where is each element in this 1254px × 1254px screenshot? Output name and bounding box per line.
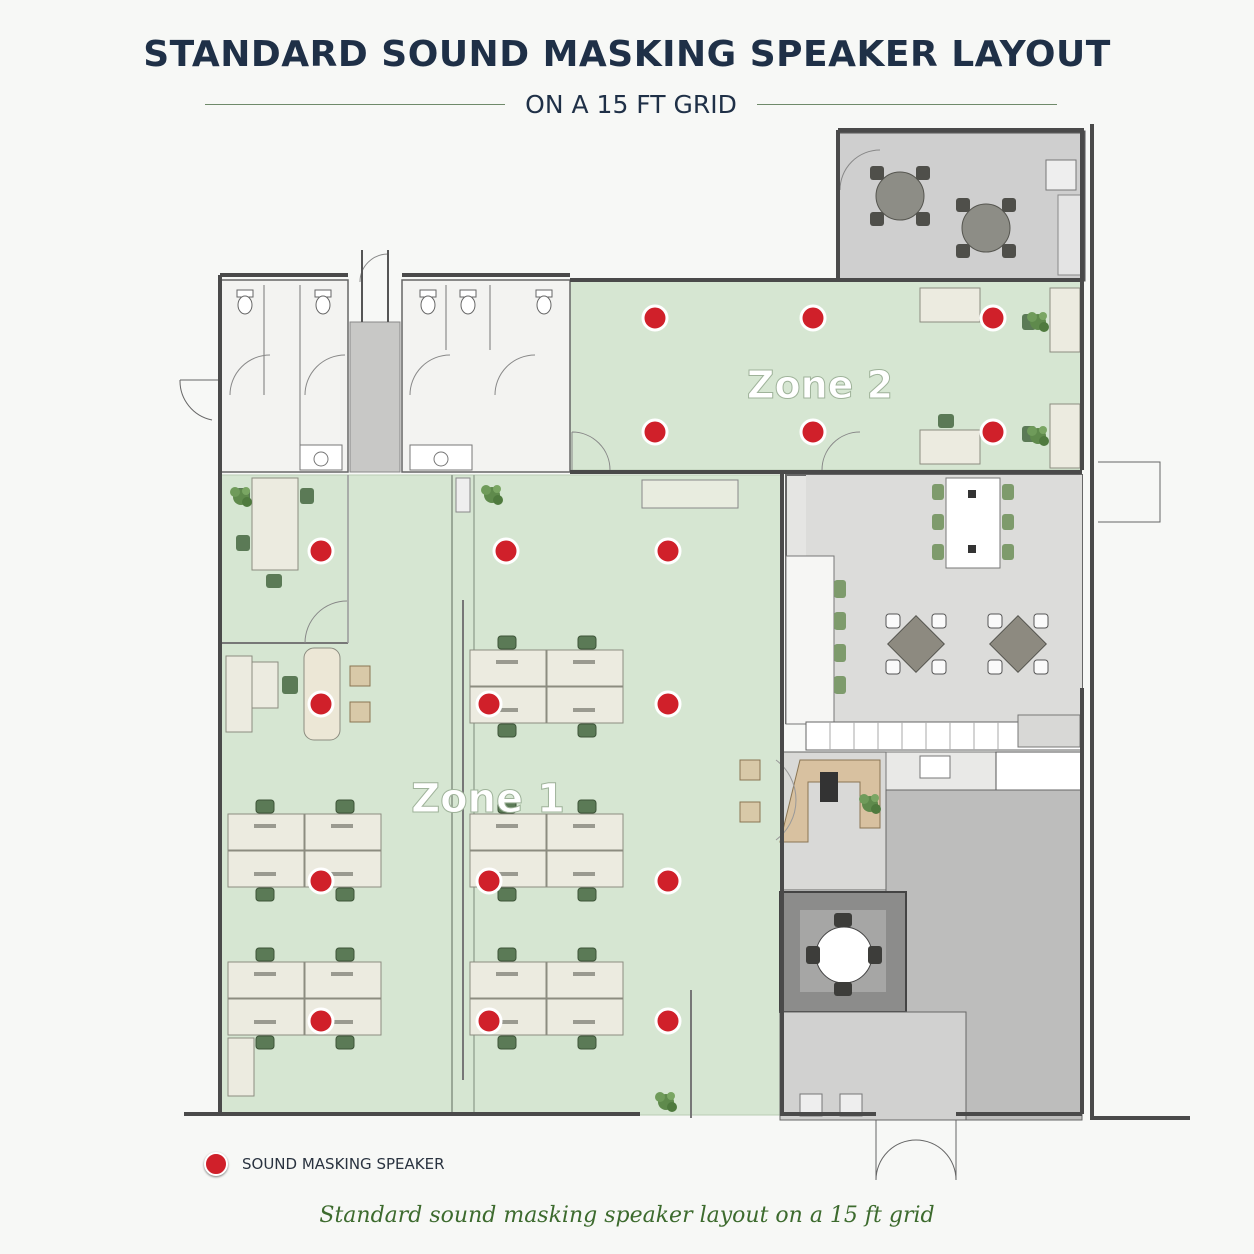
figure-caption: Standard sound masking speaker layout on… — [319, 1203, 935, 1228]
speaker — [475, 1007, 503, 1035]
speaker-legend-label: SOUND MASKING SPEAKER — [242, 1155, 445, 1173]
speaker — [307, 537, 335, 565]
speaker — [799, 418, 827, 446]
speaker — [475, 690, 503, 718]
subtitle-rule-left — [205, 103, 506, 105]
speaker — [654, 1007, 682, 1035]
speaker — [307, 867, 335, 895]
zone-2-label: Zone 2 — [747, 363, 893, 407]
speaker — [799, 304, 827, 332]
corridor — [349, 321, 401, 473]
speaker — [475, 867, 503, 895]
subtitle-rule-right — [756, 103, 1058, 105]
speaker — [492, 537, 520, 565]
speaker-markers — [307, 304, 1007, 1035]
zone-1-label: Zone 1 — [411, 776, 565, 822]
speaker — [979, 418, 1007, 446]
subtitle-row: ON A 15 FT GRID — [205, 86, 1058, 122]
speaker — [654, 867, 682, 895]
speaker — [654, 690, 682, 718]
speaker — [641, 418, 669, 446]
diagram-subtitle: ON A 15 FT GRID — [525, 89, 737, 119]
speaker — [307, 690, 335, 718]
speaker — [979, 304, 1007, 332]
speaker — [307, 1007, 335, 1035]
speaker — [654, 537, 682, 565]
legend: SOUND MASKING SPEAKER — [204, 1152, 445, 1176]
speaker-legend-marker — [204, 1152, 228, 1176]
diagram-title: STANDARD SOUND MASKING SPEAKER LAYOUT — [143, 34, 1111, 75]
speaker — [641, 304, 669, 332]
